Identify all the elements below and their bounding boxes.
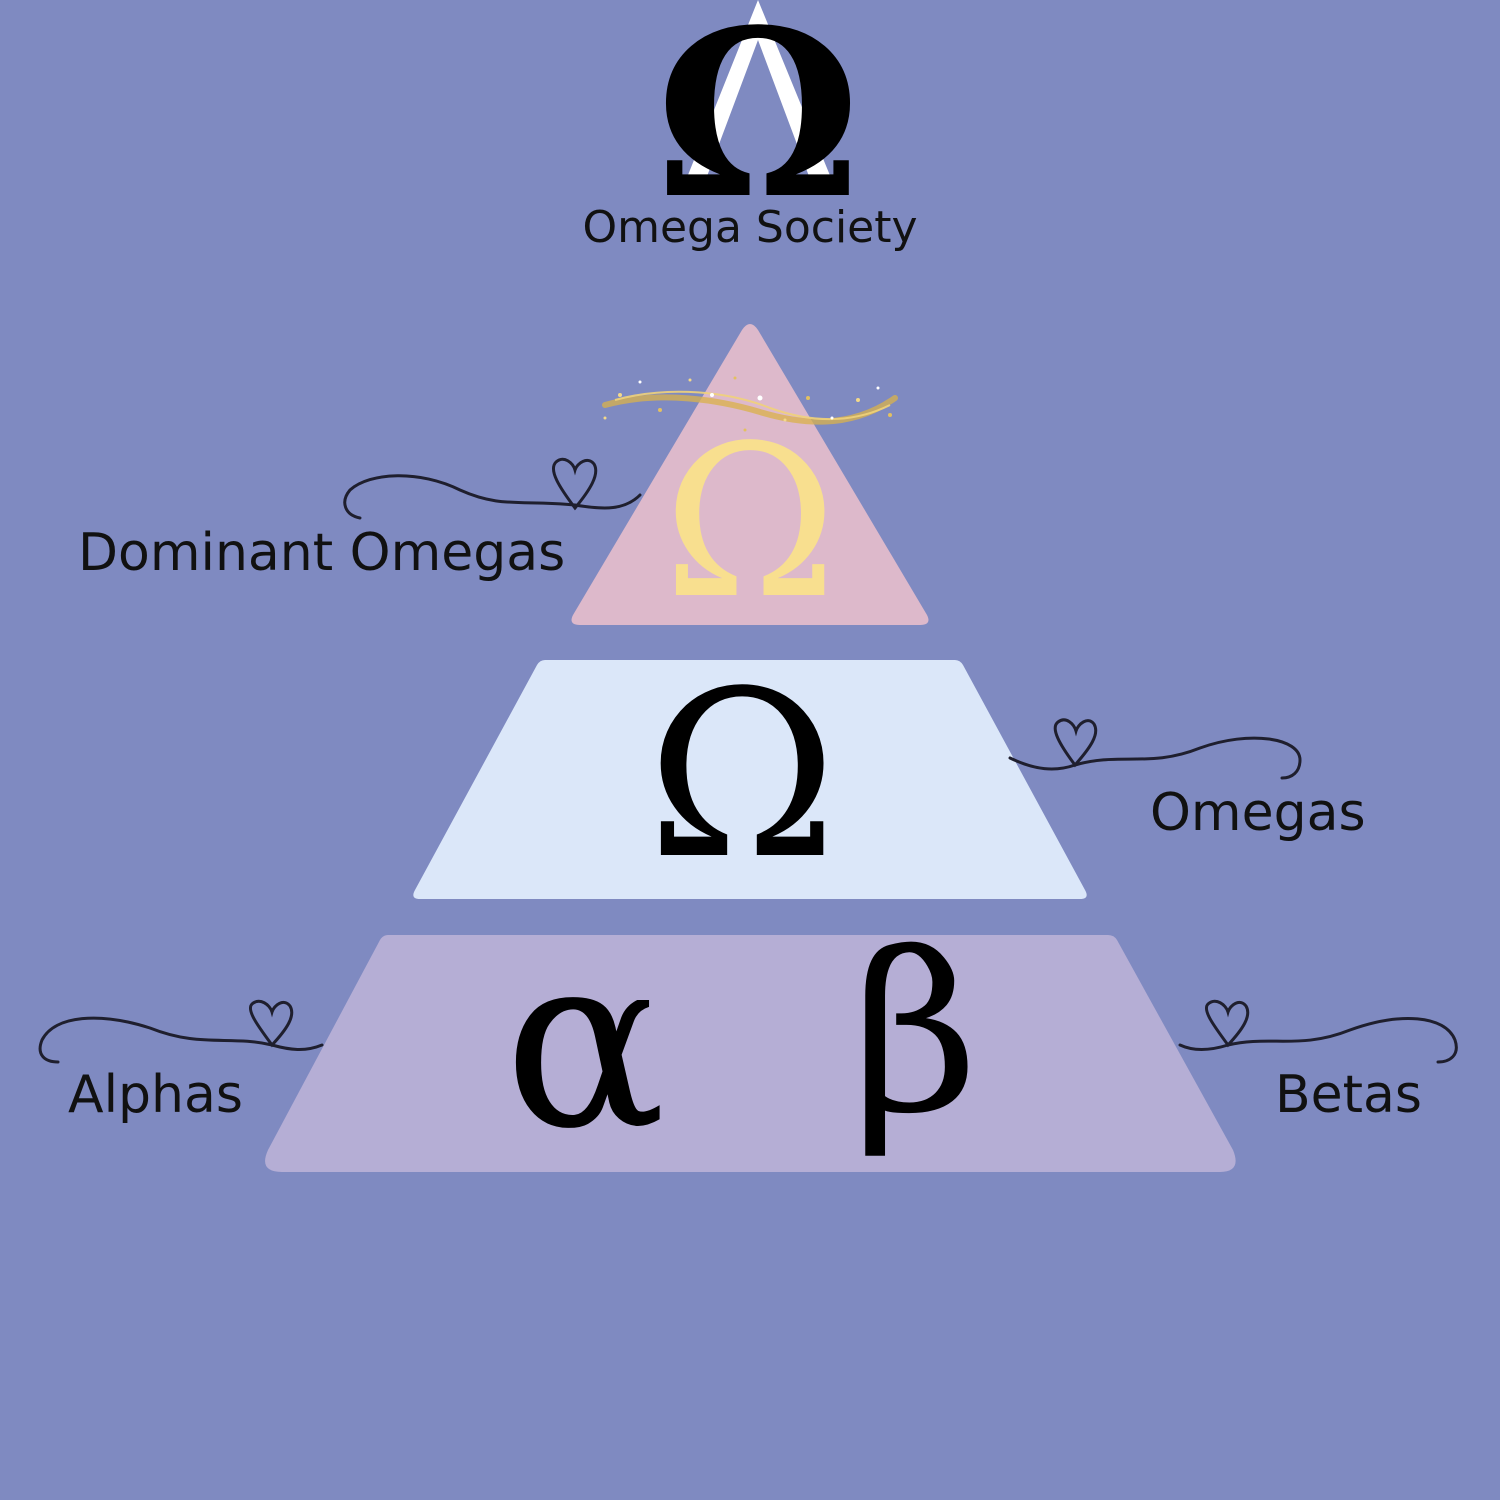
gold-sparkle-halo (602, 376, 898, 432)
connector-dominant-omegas (343, 457, 642, 520)
tier-top-triangle (571, 324, 929, 625)
logo-white-triangle (680, 0, 838, 195)
tier-middle-trapezoid (413, 660, 1087, 899)
tier-alphas-betas: α β (265, 902, 1236, 1182)
connector-omegas (1008, 718, 1302, 780)
omega-society-logo: Ω Omega Society (582, 0, 918, 253)
tier-dominant-omegas: Ω (571, 324, 929, 645)
label-betas: Betas (1275, 1065, 1422, 1125)
heart-icon (249, 999, 294, 1048)
logo-omega-symbol: Ω (656, 0, 861, 250)
dominant-omega-symbol: Ω (663, 400, 837, 645)
heart-icon (551, 457, 598, 511)
label-dominant-omegas: Dominant Omegas (78, 523, 565, 583)
tier-bottom-trapezoid (265, 935, 1236, 1172)
connector-betas (1178, 999, 1458, 1064)
omega-symbol: Ω (647, 643, 838, 910)
label-alphas: Alphas (68, 1065, 243, 1125)
alpha-symbol: α (504, 902, 666, 1182)
heart-icon (1053, 718, 1098, 768)
tier-omegas: Ω (413, 643, 1087, 910)
connector-alphas (38, 999, 324, 1064)
beta-symbol: β (851, 906, 978, 1162)
heart-icon (1205, 999, 1250, 1048)
label-omegas: Omegas (1150, 783, 1366, 843)
logo-name: Omega Society (582, 202, 917, 253)
